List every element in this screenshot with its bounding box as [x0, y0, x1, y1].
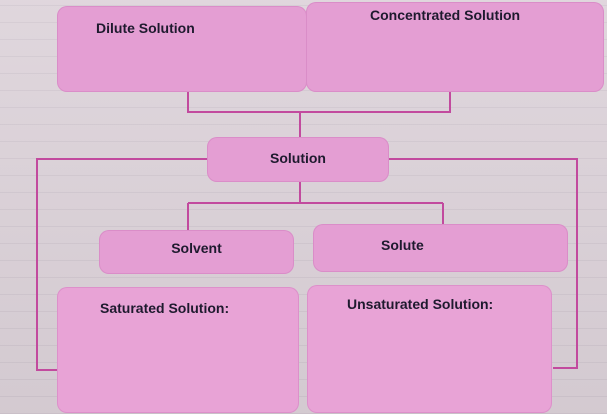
connector-solution-to-unsaturated: [389, 158, 578, 369]
unsaturated-solution-label: Unsaturated Solution:: [347, 296, 494, 312]
solution-box: Solution: [207, 137, 389, 182]
saturated-solution-label: Saturated Solution:: [100, 300, 230, 316]
solute-label: Solute: [381, 237, 424, 253]
concentrated-solution-label: Concentrated Solution: [370, 7, 521, 23]
connector-solution-to-children: [187, 182, 444, 231]
unsaturated-solution-box: Unsaturated Solution:: [307, 285, 552, 413]
solute-box: Solute: [313, 224, 568, 272]
solvent-box: Solvent: [99, 230, 294, 274]
solvent-label: Solvent: [171, 240, 222, 256]
dilute-solution-box: Dilute Solution: [57, 6, 307, 92]
saturated-solution-box: Saturated Solution:: [57, 287, 299, 413]
solution-label: Solution: [270, 150, 326, 166]
connector-solution-to-saturated: [36, 158, 207, 371]
dilute-solution-label: Dilute Solution: [96, 20, 195, 36]
concentrated-solution-box: Concentrated Solution: [306, 2, 604, 92]
connector-top-to-solution: [187, 90, 451, 138]
